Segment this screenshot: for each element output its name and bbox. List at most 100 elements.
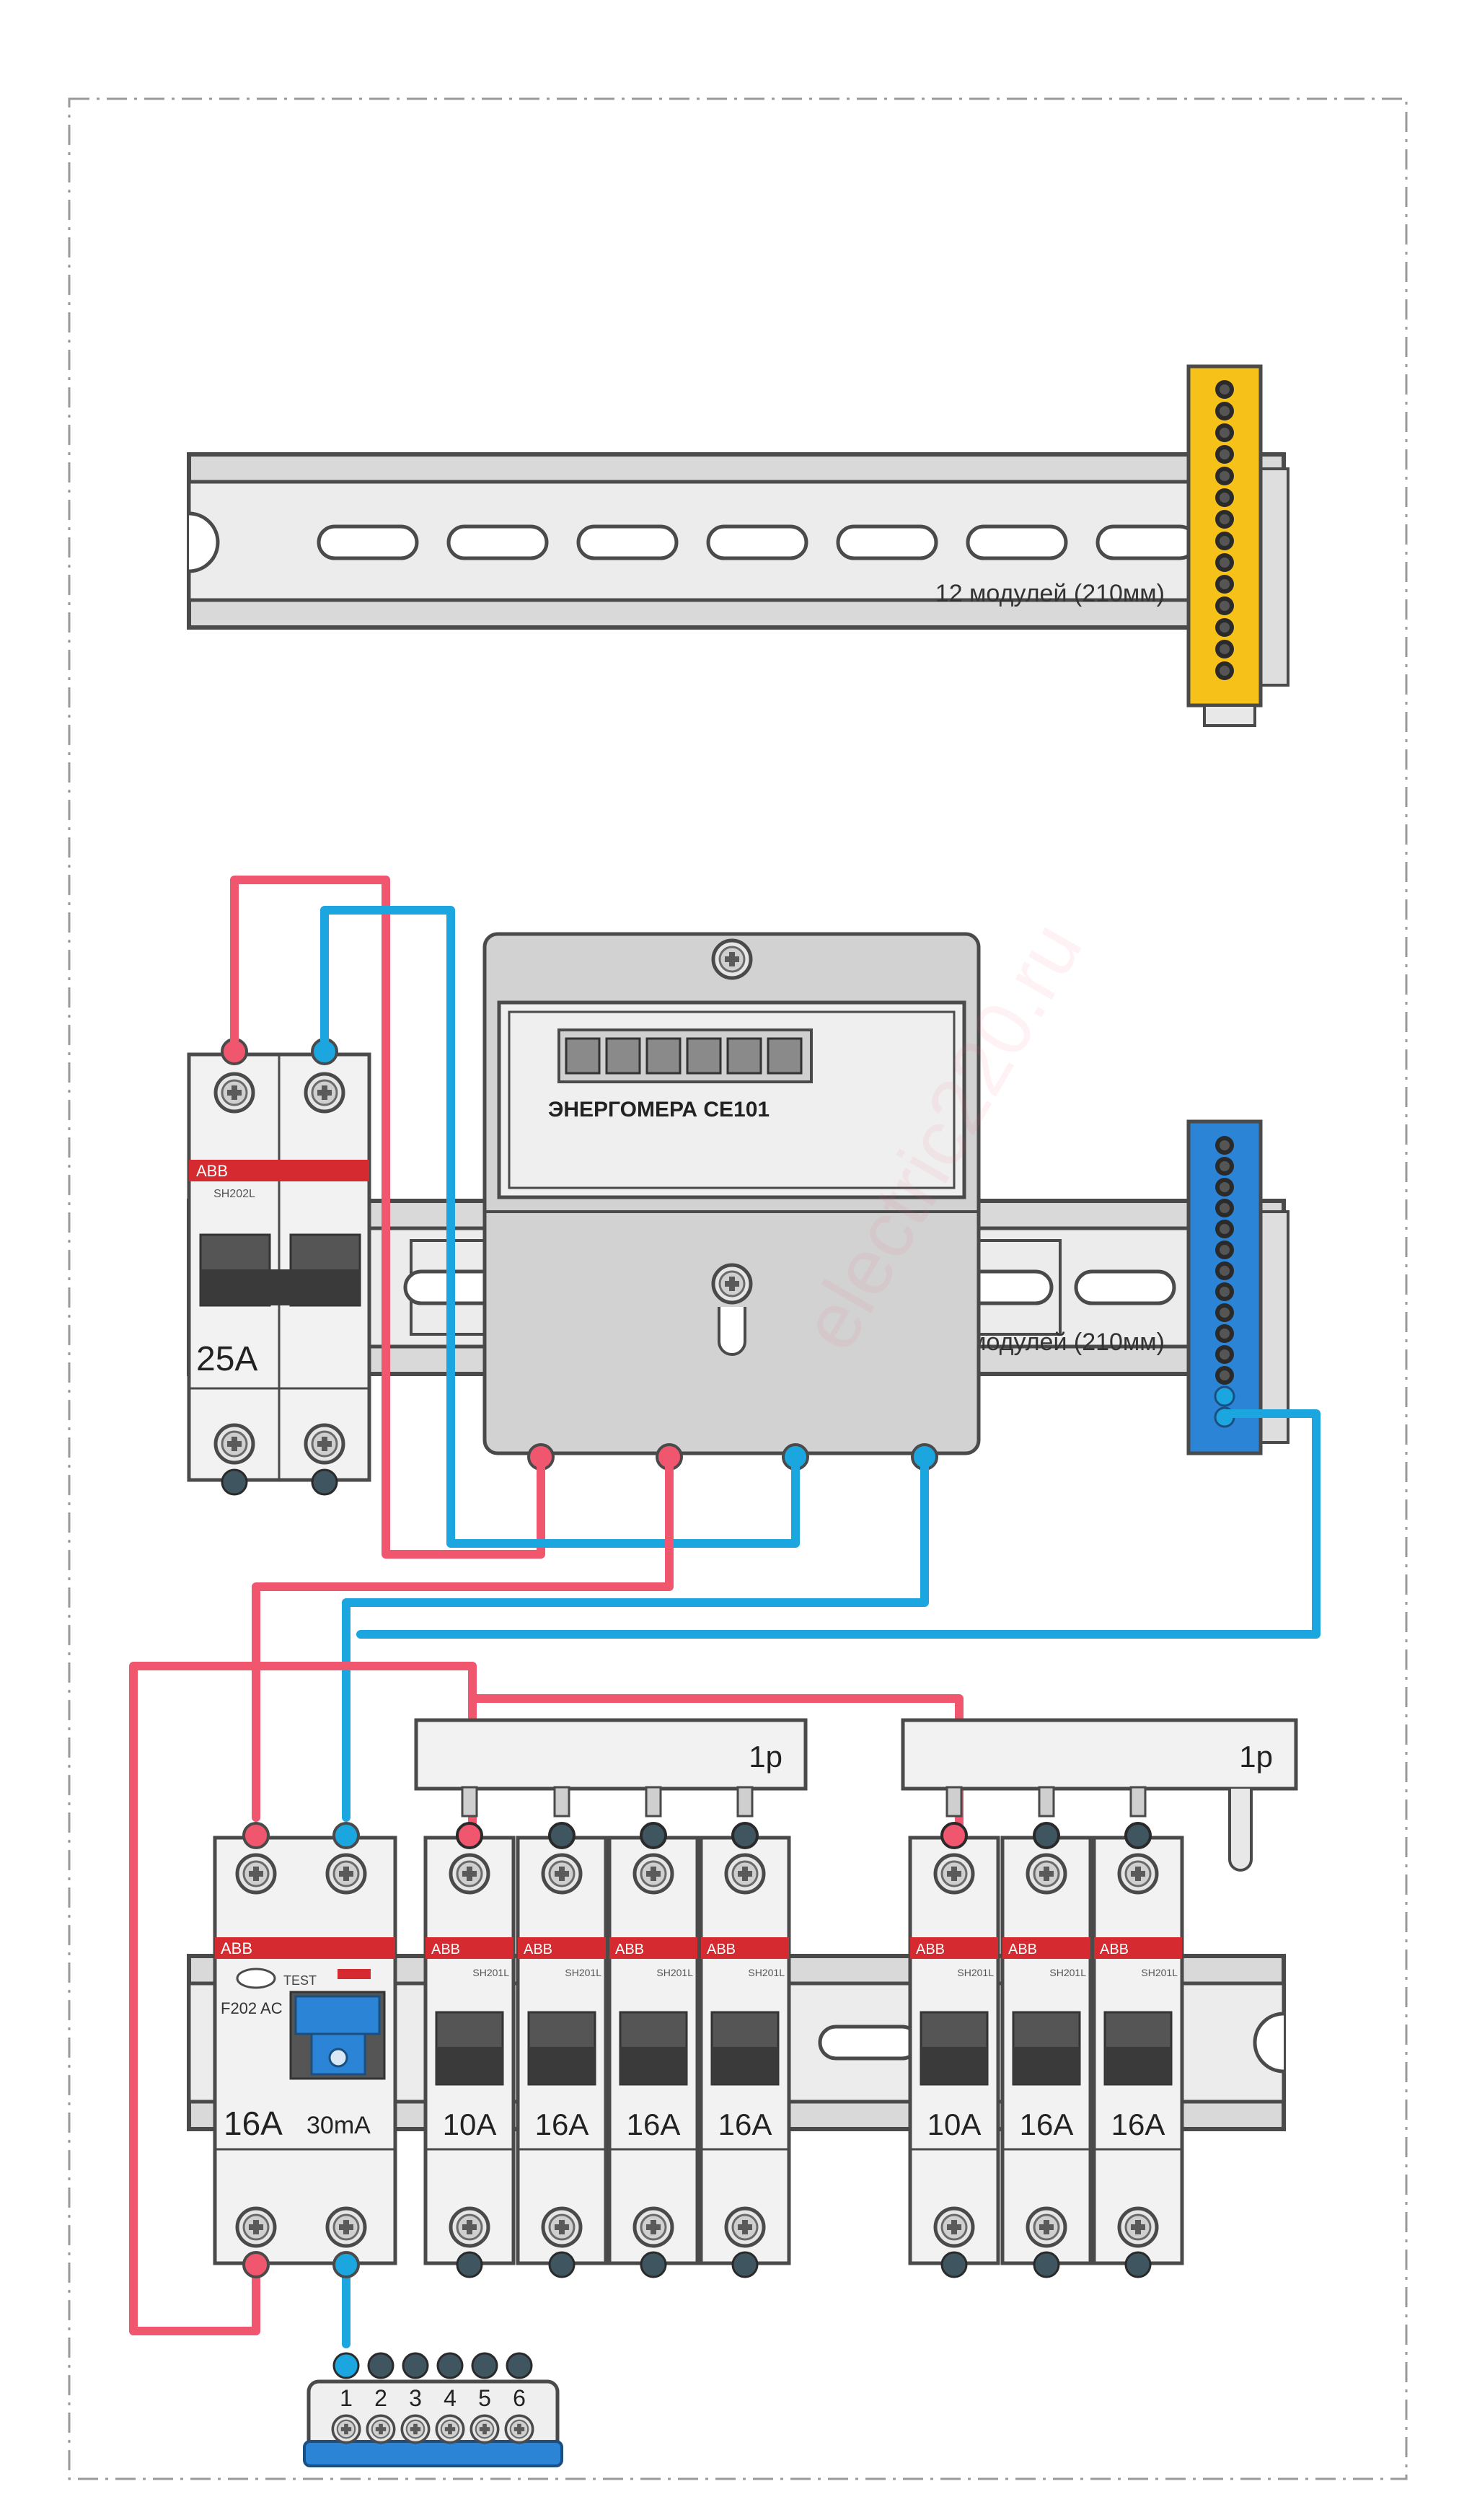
rcd-brand: ABB — [221, 1939, 252, 1957]
meter-digit-window — [645, 1037, 682, 1075]
terminal-number: 2 — [374, 2385, 387, 2411]
bus-screw-icon — [1215, 423, 1234, 442]
bus-screw-icon — [1215, 1345, 1234, 1364]
terminal-wire-end — [367, 2352, 394, 2379]
breaker-rating: 16A — [1111, 2107, 1165, 2141]
rcd-model: F202 AC — [221, 1999, 283, 2017]
bus-screw-icon — [1215, 1178, 1234, 1197]
bus-screw-icon — [1215, 488, 1234, 507]
terminal-wire-end — [506, 2352, 533, 2379]
bus-screw-icon — [1215, 1261, 1234, 1280]
terminal-screw-icon — [469, 2414, 500, 2444]
bus-screw-icon — [1215, 1220, 1234, 1238]
breaker-rating: 10A — [927, 2107, 982, 2141]
terminal-screw-icon — [504, 2414, 534, 2444]
bus-screw-icon — [1215, 1157, 1234, 1176]
wire-phase-rcd-out — [129, 1662, 964, 2335]
breaker-brand: ABB — [1100, 1942, 1129, 1957]
breaker-brand: ABB — [431, 1942, 460, 1957]
breaker-brand: ABB — [1008, 1942, 1037, 1957]
meter-digit-window — [726, 1037, 762, 1075]
bus-screw-icon — [1215, 1136, 1234, 1155]
breaker-6: ABB SH201L 16A — [1000, 1786, 1093, 2278]
bus-screw-icon — [1215, 640, 1234, 658]
breaker-2: ABB SH201L 16A — [516, 1786, 608, 2278]
meter-title: ЭНЕРГОМЕРА CE101 — [548, 1098, 770, 1122]
wire-phase-meter-out — [252, 1460, 674, 1822]
bus-screw-icon — [1215, 380, 1234, 399]
single-pole-breakers: ABBSH201L10AABBSH201L16AABBSH201L16AABBS… — [423, 1786, 1184, 2278]
terminal-screw-icon — [435, 2414, 465, 2444]
terminal-number: 3 — [409, 2385, 422, 2411]
bus-screw-icon — [1215, 445, 1234, 464]
rcd-f202: ABB TEST F202 AC 16A 30mA — [213, 1822, 397, 2278]
rcd-sensitivity: 30mA — [307, 2112, 371, 2139]
neutral-bus-bar — [1186, 1119, 1289, 1455]
rail-middle-label: модулей (210мм) — [969, 1329, 1165, 1356]
bus-screw-icon — [1215, 1324, 1234, 1343]
electricity-meter: ЭНЕРГОМЕРА CE101 — [482, 932, 981, 1471]
terminal-wire-end — [332, 2352, 360, 2379]
busbar-comb-1: 1p — [414, 1718, 808, 1791]
bus-screw-icon — [1215, 1282, 1234, 1301]
bus-screw-icon — [1215, 467, 1234, 485]
breaker-rating: 16A — [1020, 2107, 1074, 2141]
terminal-number: 6 — [513, 2385, 526, 2411]
breaker-model: SH201L — [748, 1967, 785, 1978]
breaker-rating: 10A — [443, 2107, 497, 2141]
main-breaker-brand: ABB — [196, 1162, 228, 1180]
bus-screw-icon — [1215, 1366, 1234, 1385]
terminal-wire-end — [436, 2352, 464, 2379]
busbar-2-label: 1p — [1239, 1740, 1273, 1774]
terminal-screw-icon — [400, 2414, 431, 2444]
breaker-rating: 16A — [535, 2107, 589, 2141]
breaker-brand: ABB — [916, 1942, 945, 1957]
breaker-4: ABB SH201L 16A — [699, 1786, 791, 2278]
breaker-rating: 16A — [718, 2107, 772, 2141]
bus-screw-icon — [1215, 1241, 1234, 1259]
breaker-model: SH201L — [1141, 1967, 1178, 1978]
breaker-rating: 16A — [627, 2107, 681, 2141]
breaker-brand: ABB — [524, 1942, 552, 1957]
terminal-screw-icon — [366, 2414, 396, 2444]
bus-screw-icon — [1215, 510, 1234, 529]
terminal-number: 5 — [478, 2385, 491, 2411]
wire-neutral-in — [320, 906, 800, 1548]
terminal-number: 1 — [340, 2385, 353, 2411]
breaker-model: SH201L — [565, 1967, 601, 1978]
bus-screw-icon — [1215, 1303, 1234, 1322]
main-breaker-model: SH202L — [213, 1188, 255, 1200]
breaker-brand: ABB — [615, 1942, 644, 1957]
breaker-model: SH201L — [957, 1967, 994, 1978]
breaker-brand: ABB — [707, 1942, 736, 1957]
meter-digit-window — [565, 1037, 601, 1075]
breaker-model: SH201L — [1049, 1967, 1086, 1978]
bus-screw-icon — [1215, 661, 1234, 680]
bus-screw-icon — [1215, 1199, 1234, 1217]
main-breaker-rating: 25A — [196, 1340, 257, 1378]
bus-screw-icon — [1214, 1385, 1235, 1407]
rcd-rating: 16A — [224, 2105, 283, 2142]
bus-screw-icon — [1215, 618, 1234, 637]
terminal-number: 4 — [444, 2385, 457, 2411]
bus-screw-icon — [1215, 575, 1234, 594]
terminal-wire-end — [471, 2352, 498, 2379]
wire-neutral-meter-out — [342, 1460, 929, 1822]
rcd-test-button[interactable] — [236, 1968, 276, 1989]
enclosure-outline — [68, 97, 1408, 2480]
breaker-7: ABB SH201L 16A — [1092, 1786, 1184, 2278]
busbar-comb-2: 1p — [901, 1718, 1298, 1872]
meter-digit-window — [767, 1037, 803, 1075]
din-rail-top: 12 модулей (210мм) — [187, 452, 1286, 630]
bus-screw-icon — [1215, 553, 1234, 572]
bus-screw-icon — [1215, 532, 1234, 550]
meter-display — [565, 1037, 803, 1075]
rcd-test-label: TEST — [283, 1973, 317, 1988]
meter-digit-window — [686, 1037, 722, 1075]
main-breaker-2p: ABB SH202L 25A — [187, 1038, 371, 1496]
